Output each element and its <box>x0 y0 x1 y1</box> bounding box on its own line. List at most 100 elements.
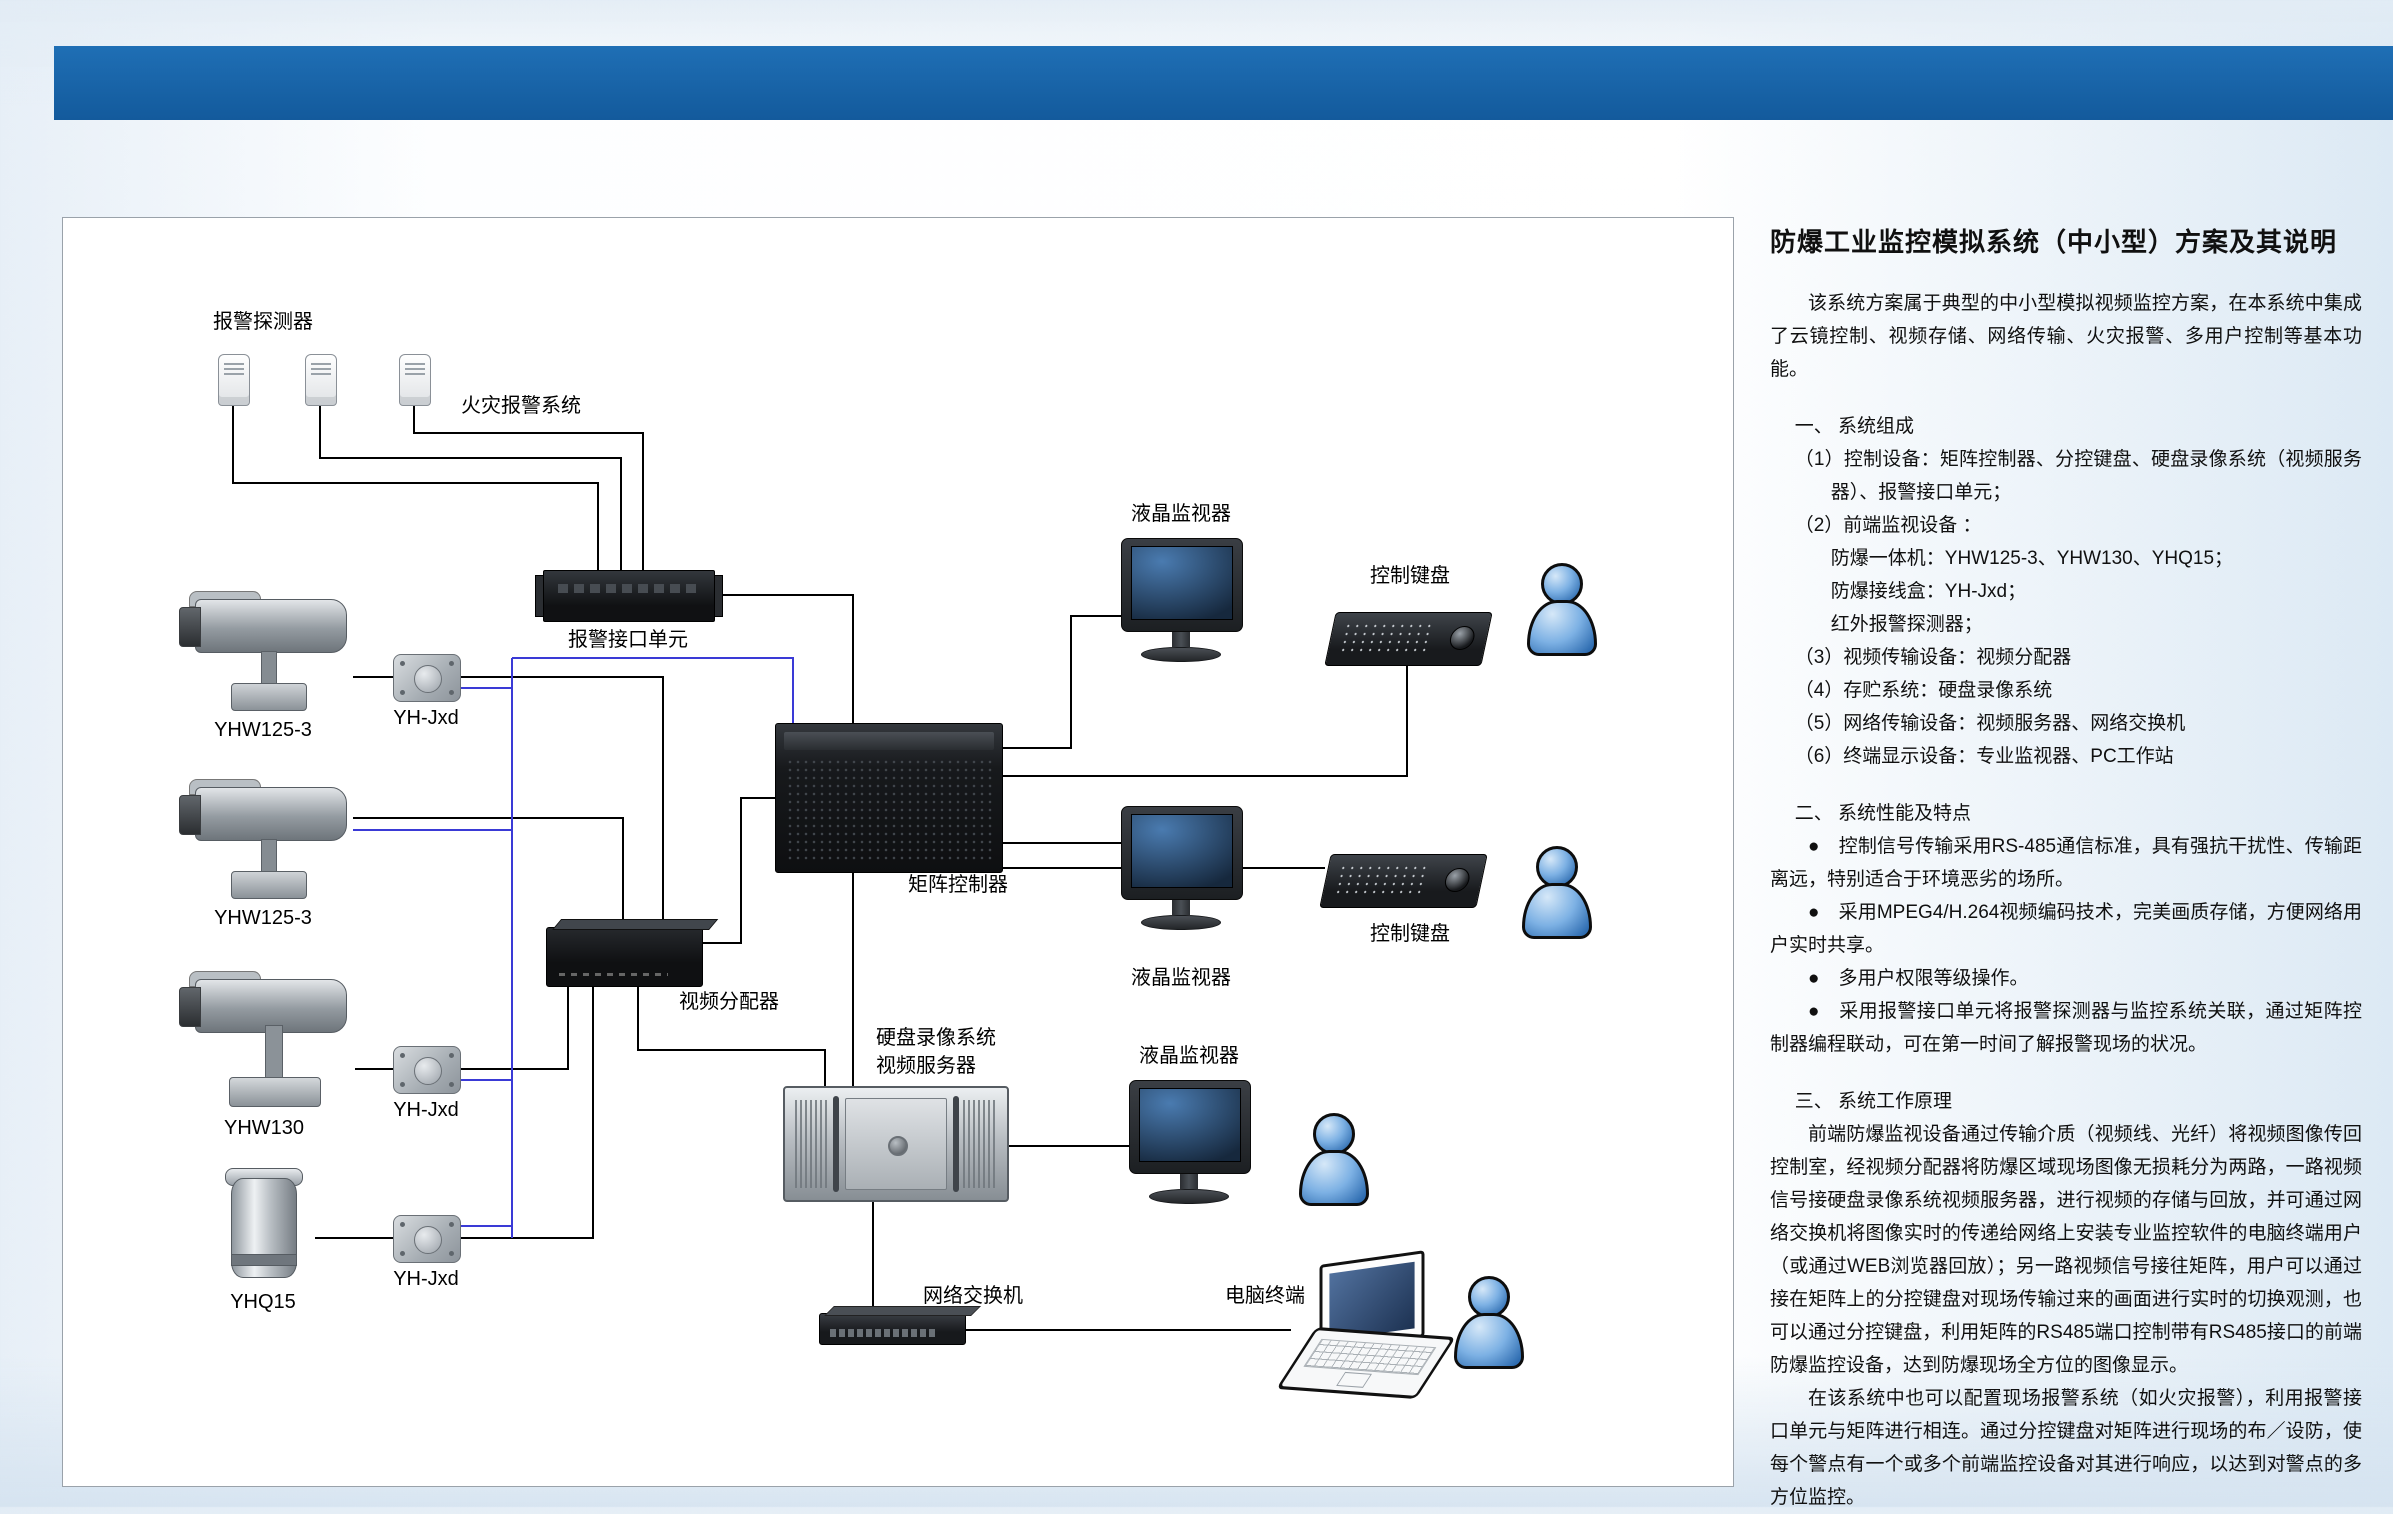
monitor-foot <box>1141 647 1221 662</box>
camera-lens <box>179 987 201 1027</box>
fire-alarm-system-label: 火灾报警系统 <box>461 395 581 417</box>
matrix-controller <box>775 723 1003 873</box>
section1-item: （3）视频传输设备：视频分配器 <box>1794 647 2072 668</box>
section1-item: （1）控制设备：矩阵控制器、分控键盘、硬盘录像系统（视频服务器）、报警接口单元； <box>1794 449 2362 503</box>
section3-paragraph: 在该系统中也可以配置现场报警系统（如火灾报警），利用报警接口单元与矩阵进行相连。… <box>1770 1388 2362 1508</box>
camera-body <box>195 979 347 1033</box>
keyboard-keys <box>1337 622 1437 656</box>
person-head <box>1468 1276 1510 1318</box>
camera-body <box>195 787 347 841</box>
section1-subitem: 红外报警探测器； <box>1830 614 1983 635</box>
pc-terminal-label: 电脑终端 <box>1225 1285 1305 1307</box>
monitor-neck <box>1180 1174 1198 1189</box>
keyboard-keys <box>1332 864 1432 898</box>
lcd-monitor-3-label: 液晶监视器 <box>1139 1045 1239 1067</box>
lcd-monitor-2-label: 液晶监视器 <box>1131 967 1231 989</box>
camera-base <box>231 683 307 711</box>
camera-yhw125-2-label: YHW125-3 <box>214 907 312 929</box>
user-icon-4 <box>1454 1276 1524 1369</box>
section1-subitem: 防爆接线盒：YH-Jxd； <box>1830 581 2027 602</box>
section1-subitem: 防爆一体机：YHW125-3、YHW130、YHQ15； <box>1830 548 2234 569</box>
monitor-frame <box>1129 1080 1251 1174</box>
connection-wires <box>232 404 1408 1331</box>
camera-base <box>231 871 307 899</box>
camera-pole <box>265 1025 283 1081</box>
junction-box-3-label: YH-Jxd <box>393 1268 459 1290</box>
monitor-neck <box>1172 632 1190 647</box>
keyboard-joystick <box>1442 868 1472 892</box>
person-torso <box>1299 1150 1369 1206</box>
system-diagram-panel: 报警探测器 火灾报警系统 报警接口单元 YHW125-3 YHW125-3 <box>62 217 1734 1487</box>
laptop-terminal <box>1276 1250 1456 1400</box>
camera-yhq15 <box>211 1166 315 1288</box>
camera-foot <box>229 1077 321 1107</box>
keyboard-joystick <box>1447 626 1477 650</box>
user-icon-1 <box>1527 563 1597 656</box>
junction-box-2 <box>393 1046 461 1094</box>
lcd-monitor-1-label: 液晶监视器 <box>1131 503 1231 525</box>
alarm-detector-label: 报警探测器 <box>213 311 313 333</box>
camera-lens <box>179 795 201 835</box>
section2-bullet: ● 采用报警接口单元将报警探测器与监控系统关联，通过矩阵控制器编程联动，可在第一… <box>1770 1001 2362 1055</box>
video-distributor-label: 视频分配器 <box>679 991 779 1013</box>
person-head <box>1313 1113 1355 1155</box>
camera-yhw125-1 <box>173 583 353 718</box>
network-switch <box>819 1313 966 1345</box>
monitor-foot <box>1141 915 1221 930</box>
control-keyboard-2-label: 控制键盘 <box>1370 923 1450 945</box>
camera-yhq15-label: YHQ15 <box>230 1291 296 1313</box>
laptop-touchpad <box>1336 1371 1372 1388</box>
section2-bullet: ● 采用MPEG4/H.264视频编码技术，完美画质存储，方便网络用户实时共享。 <box>1770 902 2362 956</box>
monitor-screen <box>1139 1088 1241 1162</box>
monitor-frame <box>1121 538 1243 632</box>
monitor-screen <box>1131 546 1233 620</box>
server-lock <box>888 1136 908 1156</box>
person-torso <box>1522 883 1592 939</box>
section1-item: （2）前端监视设备 ： <box>1794 515 1982 536</box>
camera-lens <box>179 607 201 647</box>
junction-box-3 <box>393 1215 461 1263</box>
header-bar <box>54 46 2393 120</box>
section1-heading: 一、 系统组成 <box>1794 416 1914 437</box>
video-distributor <box>546 927 703 987</box>
section2-bullet: ● 控制信号传输采用RS-485通信标准，具有强抗干扰性、传输距离远，特别适合于… <box>1770 836 2362 890</box>
camera-yhw130-label: YHW130 <box>223 1117 305 1139</box>
alarm-interface-unit-label: 报警接口单元 <box>568 629 688 651</box>
monitor-neck <box>1172 900 1190 915</box>
lcd-monitor-1 <box>1121 538 1243 662</box>
section1-item: （5）网络传输设备：视频服务器、网络交换机 <box>1794 713 2186 734</box>
section1-item: （4）存贮系统：硬盘录像系统 <box>1794 680 2053 701</box>
control-keyboard-1 <box>1324 612 1493 666</box>
alarm-interface-unit <box>535 570 723 622</box>
video-signal-wires <box>232 404 1408 1331</box>
alarm-detector-1 <box>218 354 250 406</box>
alarm-detector-2 <box>305 354 337 406</box>
section3-paragraph: 前端防爆监视设备通过传输介质（视频线、光纤）将视频图像传回控制室，经视频分配器将… <box>1770 1124 2362 1376</box>
person-head <box>1536 846 1578 888</box>
laptop-base <box>1276 1326 1456 1400</box>
article-intro: 该系统方案属于典型的中小型模拟视频监控方案，在本系统中集成了云镜控制、视频存储、… <box>1770 293 2362 380</box>
laptop-keyboard <box>1303 1338 1437 1376</box>
canister-ring <box>231 1254 297 1266</box>
lcd-monitor-2 <box>1121 806 1243 930</box>
server-handle-left <box>833 1096 839 1192</box>
server-handle-right <box>953 1096 959 1192</box>
control-keyboard-2 <box>1319 854 1488 908</box>
section3-heading: 三、 系统工作原理 <box>1794 1091 1952 1112</box>
section2-heading: 二、 系统性能及特点 <box>1794 803 1971 824</box>
alarm-detector-3 <box>399 354 431 406</box>
video-server-label: 视频服务器 <box>876 1055 976 1077</box>
lcd-monitor-3 <box>1129 1080 1251 1204</box>
description-panel: 防爆工业监控模拟系统（中小型）方案及其说明 该系统方案属于典型的中小型模拟视频监… <box>1770 222 2362 1514</box>
user-icon-3 <box>1299 1113 1369 1206</box>
camera-arm <box>261 651 277 687</box>
person-torso <box>1454 1313 1524 1369</box>
article-title: 防爆工业监控模拟系统（中小型）方案及其说明 <box>1770 227 2338 257</box>
camera-yhw130 <box>173 963 355 1115</box>
junction-box-2-label: YH-Jxd <box>393 1099 459 1121</box>
junction-box-1-label: YH-Jxd <box>393 707 459 729</box>
control-keyboard-1-label: 控制键盘 <box>1370 565 1450 587</box>
section1-item: （6）终端显示设备：专业监视器、PC工作站 <box>1794 746 2174 767</box>
person-head <box>1541 563 1583 605</box>
